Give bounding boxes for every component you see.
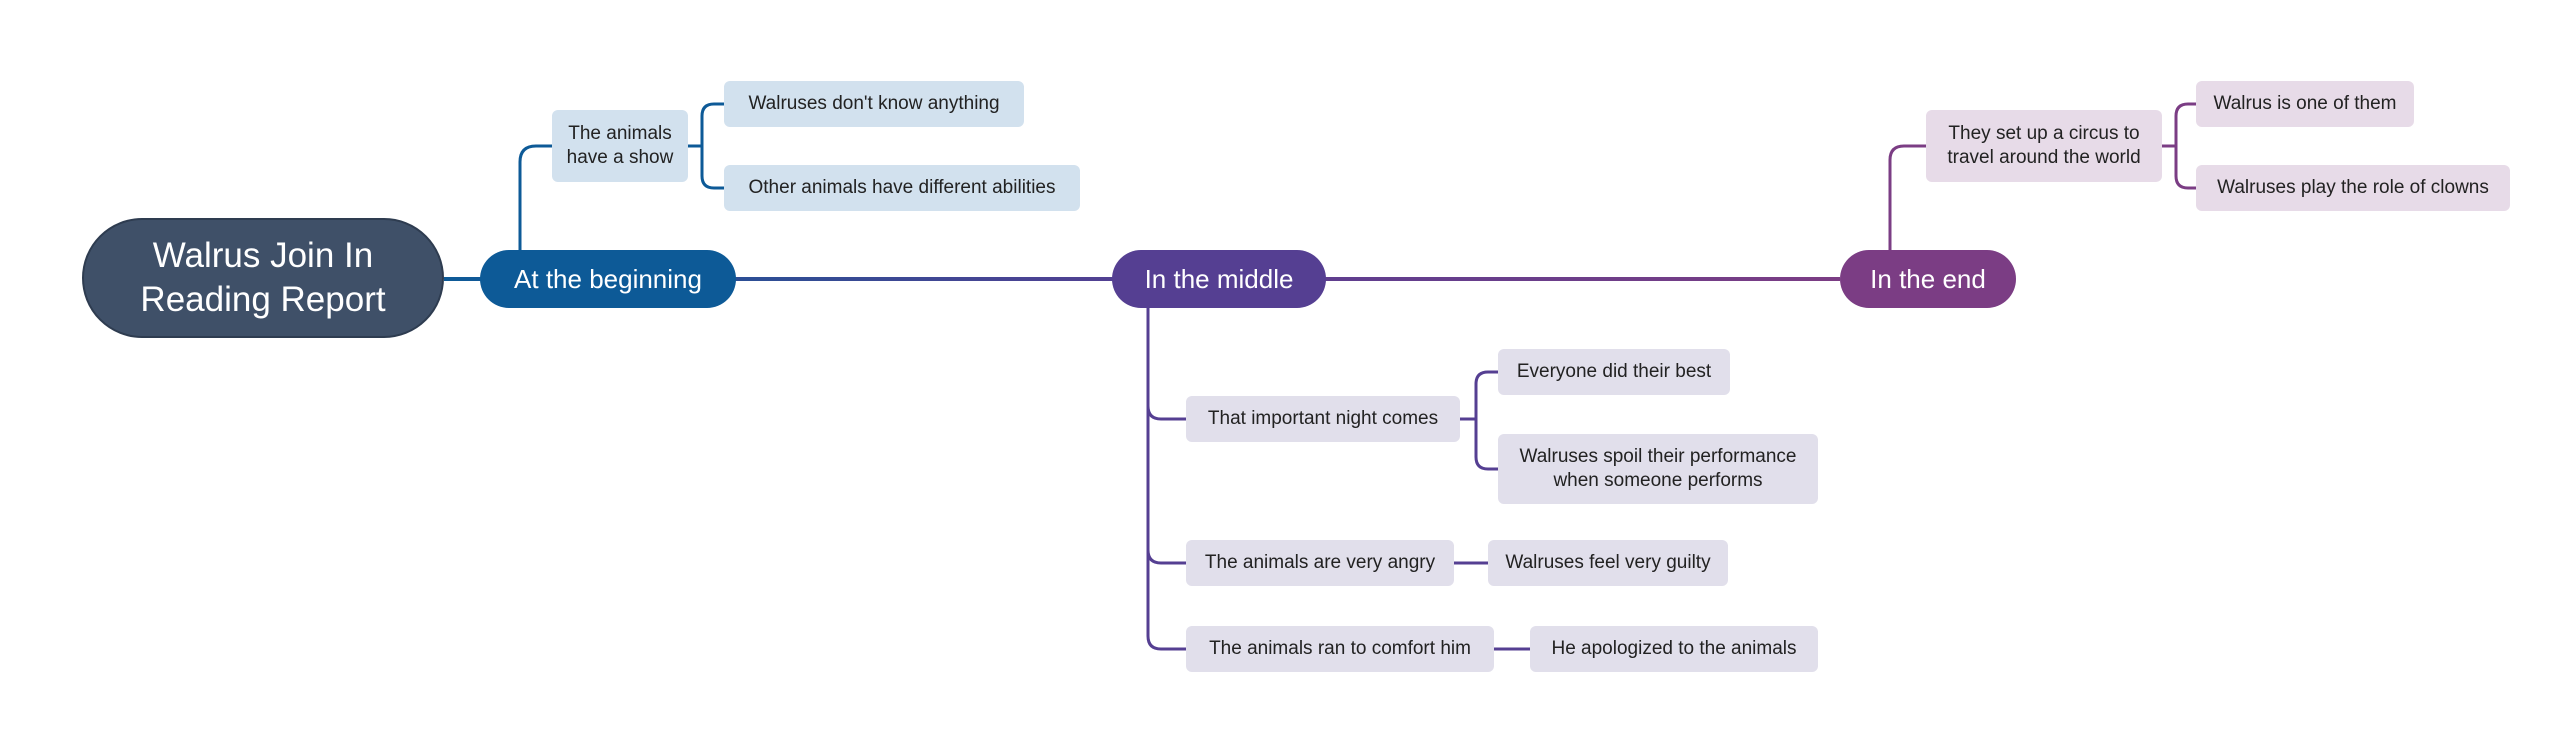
subtopic-animals-ran-comfort[interactable]: The animals ran to comfort him — [1186, 626, 1494, 672]
leaf-other-animals-abilities[interactable]: Other animals have different abilities — [724, 165, 1080, 211]
subtopic-animals-have-show[interactable]: The animals have a show — [552, 110, 688, 182]
leaf-walruses-play-clowns[interactable]: Walruses play the role of clowns — [2196, 165, 2510, 211]
leaf-everyone-did-best[interactable]: Everyone did their best — [1498, 349, 1730, 395]
subtopic-important-night[interactable]: That important night comes — [1186, 396, 1460, 442]
branch-in-the-middle[interactable]: In the middle — [1112, 250, 1326, 308]
leaf-walrus-one-of-them[interactable]: Walrus is one of them — [2196, 81, 2414, 127]
root-topic[interactable]: Walrus Join In Reading Report — [82, 218, 444, 338]
leaf-he-apologized[interactable]: He apologized to the animals — [1530, 626, 1818, 672]
branch-at-the-beginning[interactable]: At the beginning — [480, 250, 736, 308]
subtopic-set-up-circus[interactable]: They set up a circus to travel around th… — [1926, 110, 2162, 182]
leaf-walruses-dont-know[interactable]: Walruses don't know anything — [724, 81, 1024, 127]
branch-in-the-end[interactable]: In the end — [1840, 250, 2016, 308]
leaf-walruses-spoil-performance[interactable]: Walruses spoil their performance when so… — [1498, 434, 1818, 504]
subtopic-animals-very-angry[interactable]: The animals are very angry — [1186, 540, 1454, 586]
leaf-walruses-feel-guilty[interactable]: Walruses feel very guilty — [1488, 540, 1728, 586]
